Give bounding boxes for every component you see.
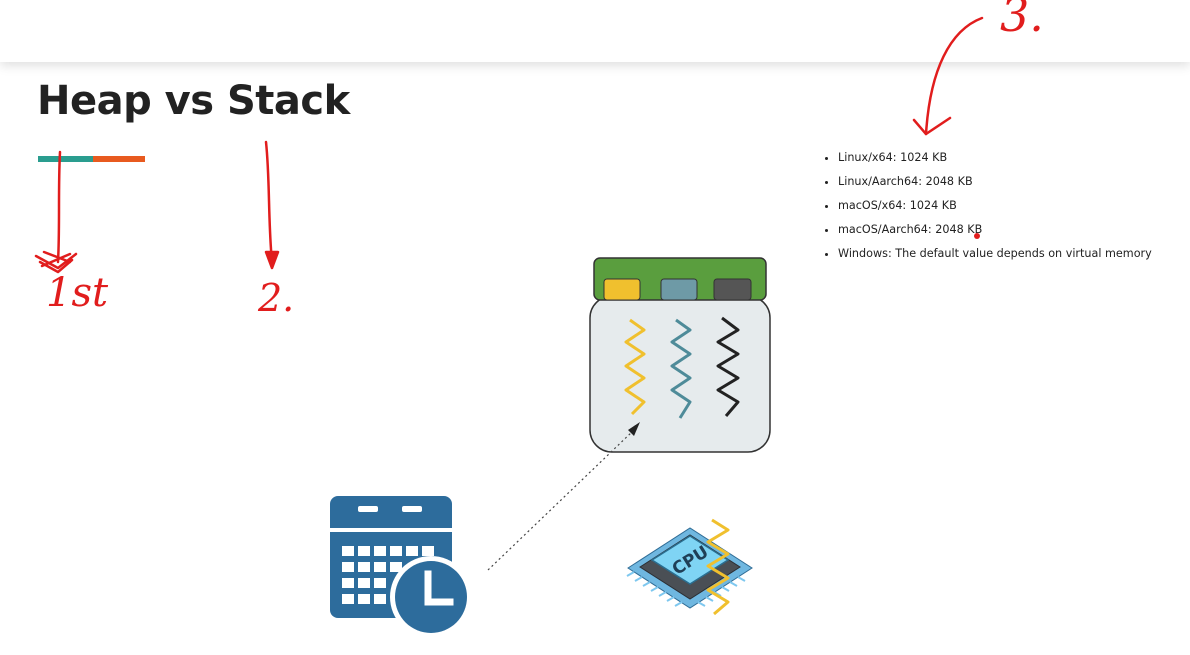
list-item: Linux/x64: 1024 KB <box>838 148 1152 172</box>
list-item: macOS/x64: 1024 KB <box>838 196 1152 220</box>
thread-jar-icon <box>589 257 771 453</box>
title-underline-orange <box>93 156 145 162</box>
annotation-arrow-3 <box>924 16 984 136</box>
annotation-label-3: 3. <box>1000 0 1044 42</box>
list-item: Linux/Aarch64: 2048 KB <box>838 172 1152 196</box>
top-toolbar-strip <box>0 0 1190 62</box>
annotation-label-2: 2. <box>258 276 295 320</box>
title-underline <box>38 156 145 162</box>
slide-title: Heap vs Stack <box>37 78 350 124</box>
annotation-label-1: 1st <box>46 270 109 316</box>
calendar-clock-icon <box>330 496 472 638</box>
annotation-dot <box>974 233 980 239</box>
cpu-chip-icon: CPU <box>626 518 753 616</box>
list-item: Windows: The default value depends on vi… <box>838 244 1152 268</box>
annotation-arrow-1 <box>56 150 62 264</box>
dotted-arrow <box>487 422 640 571</box>
list-item: macOS/Aarch64: 2048 KB <box>838 220 1152 244</box>
annotation-arrow-2 <box>264 140 274 264</box>
stack-size-list: Linux/x64: 1024 KB Linux/Aarch64: 2048 K… <box>822 148 1152 268</box>
title-underline-teal <box>38 156 93 162</box>
